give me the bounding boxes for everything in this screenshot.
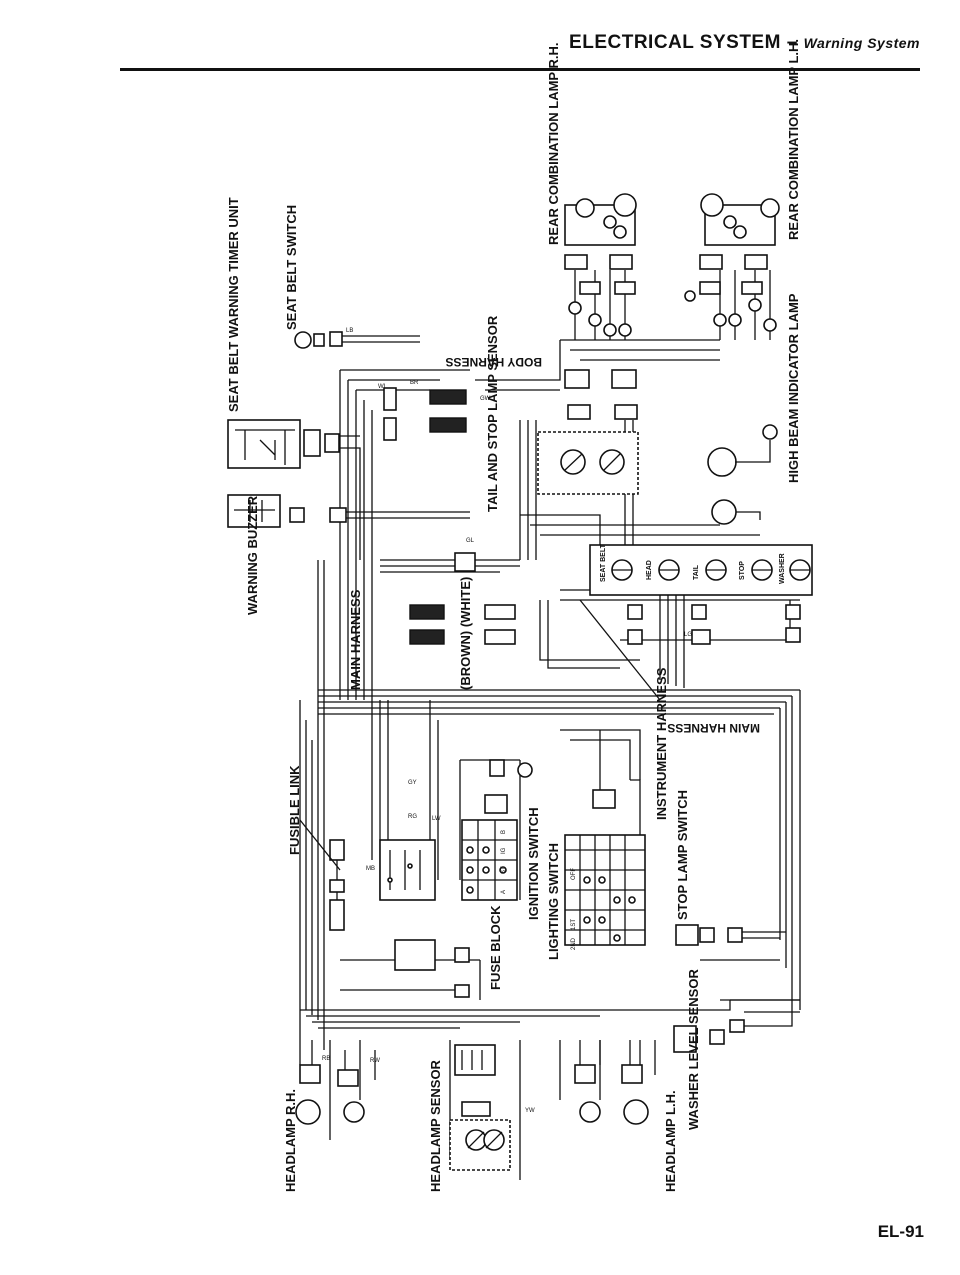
label-body-harness: BODY HARNESS xyxy=(446,355,542,369)
label-tail-stop-sensor: TAIL AND STOP LAMP SENSOR xyxy=(485,315,500,512)
label-washer-level-sensor: WASHER LEVEL SENSOR xyxy=(686,969,701,1130)
warning-lamp-cluster xyxy=(589,544,813,596)
page-number: EL-91 xyxy=(877,1222,924,1241)
wire-code: GY xyxy=(408,780,417,786)
lighting-switch-table xyxy=(564,834,646,946)
fuse-block xyxy=(394,939,470,998)
label-fuse-block: FUSE BLOCK xyxy=(488,905,503,990)
wire-code: WL xyxy=(378,384,388,390)
body-harness-connectors xyxy=(383,369,637,441)
ignition-position: IG xyxy=(501,847,507,854)
indicator-labels: SEAT BELT HEAD TAIL STOP WASHER xyxy=(600,543,786,584)
indicator-label: TAIL xyxy=(693,564,700,580)
page-header: ELECTRICAL SYSTEM – Warning System xyxy=(120,28,920,71)
seat-belt-switch xyxy=(294,331,420,349)
label-ignition-switch: IGNITION SWITCH xyxy=(526,807,541,920)
label-fusible-link: FUSIBLE LINK xyxy=(287,765,302,855)
lighting-position: OFF xyxy=(571,868,577,880)
wire-code: LG xyxy=(684,632,692,638)
label-headlamp-sensor: HEADLAMP SENSOR xyxy=(428,1059,443,1192)
ignition-position: A xyxy=(501,890,507,894)
indicator-label: SEAT BELT xyxy=(600,543,607,582)
wire-code: GL xyxy=(466,538,475,544)
indicator-label: WASHER xyxy=(779,553,786,584)
header-title-main: ELECTRICAL SYSTEM xyxy=(569,32,781,53)
component-labels: REAR COMBINATION LAMP R.H. REAR COMBINAT… xyxy=(226,39,801,1192)
warning-buzzer xyxy=(227,494,470,528)
tail-stop-lamp-sensor xyxy=(537,404,639,495)
label-seat-belt-switch: SEAT BELT SWITCH xyxy=(284,205,299,330)
label-stop-lamp-switch: STOP LAMP SWITCH xyxy=(675,790,690,920)
label-instrument-harness: INSTRUMENT HARNESS xyxy=(654,667,669,820)
rear-combination-lamp-rh xyxy=(564,193,637,340)
label-rear-lamp-lh: REAR COMBINATION LAMP L.H. xyxy=(786,39,801,240)
main-harness-connectors xyxy=(409,552,801,701)
label-main-harness: MAIN HARNESS xyxy=(348,589,363,690)
label-brown-white: (BROWN) (WHITE) xyxy=(458,577,473,690)
wire-code: LW xyxy=(432,816,441,822)
wire-code: LB xyxy=(346,328,353,334)
instrument-harness-connectors xyxy=(484,759,616,814)
stop-lamp-switch xyxy=(675,924,786,946)
rear-combination-lamp-lh xyxy=(684,193,780,340)
wire-code: BR xyxy=(410,380,419,386)
lighting-position: 1ST xyxy=(571,919,577,930)
wire-code-labels: RG RW RB GY GW LW LG YW WL MB BR GL LB xyxy=(322,328,692,1114)
ignition-position: ST xyxy=(501,866,507,874)
header-separator: – xyxy=(780,32,804,53)
indicator-label: HEAD xyxy=(646,560,653,580)
page-title: ELECTRICAL SYSTEM – Warning System xyxy=(569,32,920,54)
wire-code: MB xyxy=(366,866,375,872)
junction-block xyxy=(379,839,436,901)
washer-level-sensor xyxy=(673,996,800,1053)
header-subtitle: Warning System xyxy=(803,35,920,51)
wire-code: RB xyxy=(322,1056,330,1062)
label-warning-buzzer: WARNING BUZZER xyxy=(245,495,260,615)
high-beam-indicator-lamp xyxy=(707,424,778,477)
lighting-position: 2ND xyxy=(571,937,577,950)
label-high-beam-indicator: HIGH BEAM INDICATOR LAMP xyxy=(786,293,801,483)
label-headlamp-lh: HEADLAMP L.H. xyxy=(663,1090,678,1192)
label-headlamp-rh: HEADLAMP R.H. xyxy=(283,1089,298,1192)
headlamp-sensor xyxy=(449,1044,511,1171)
wire-code: YW xyxy=(525,1108,535,1114)
wire-code: RG xyxy=(408,814,417,820)
headlamp-lh xyxy=(574,1040,656,1125)
label-lighting-switch: LIGHTING SWITCH xyxy=(546,843,561,960)
wire-code: GW xyxy=(480,396,491,402)
indicator-label: STOP xyxy=(739,561,746,580)
label-main-harness-2: MAIN HARNESS xyxy=(667,721,760,735)
ignition-position: B xyxy=(501,830,507,834)
meter-gauge xyxy=(711,499,761,525)
fusible-link xyxy=(299,819,345,931)
ignition-switch-table xyxy=(461,819,518,901)
label-seat-belt-timer: SEAT BELT WARNING TIMER UNIT xyxy=(226,197,241,412)
wire-code: RW xyxy=(370,1058,380,1064)
label-rear-lamp-rh: REAR COMBINATION LAMP R.H. xyxy=(546,43,561,245)
headlamp-rh xyxy=(295,1040,376,1125)
seat-belt-timer-unit xyxy=(227,419,361,560)
switch-position-labels: B IG ST A 1ST 2ND OFF xyxy=(501,830,577,950)
